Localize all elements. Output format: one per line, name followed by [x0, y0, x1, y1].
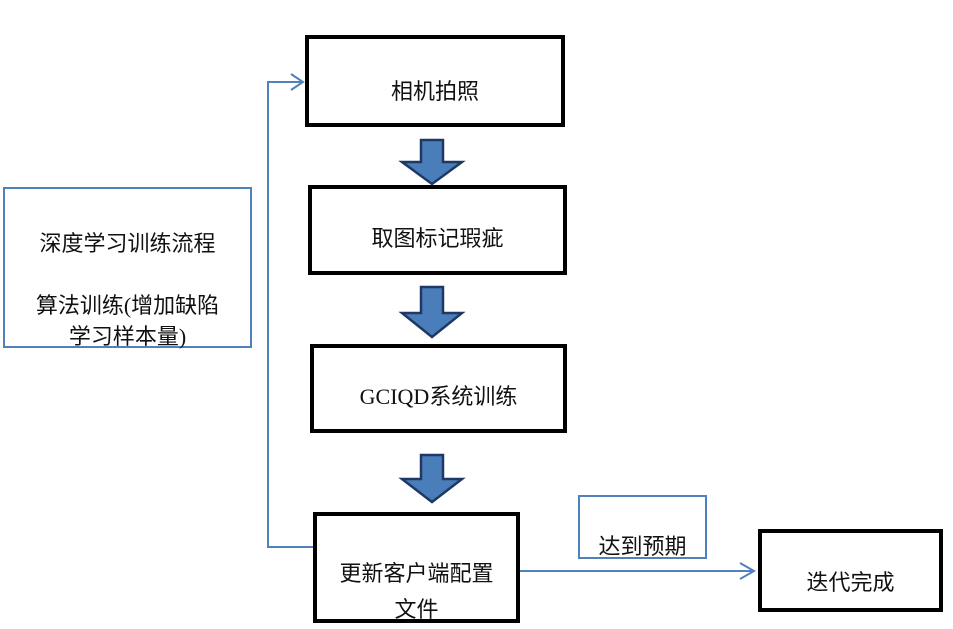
node-mark-defects: 取图标记瑕疵 [308, 185, 567, 275]
down-block-arrow-1-icon [398, 138, 466, 186]
down-block-arrow-3-icon [398, 453, 466, 504]
node-update-client-config: 更新客户端配置 文件 [313, 512, 520, 623]
side-note-box: 深度学习训练流程 算法训练(增加缺陷 学习样本量) [3, 187, 252, 349]
node-mark-defects-label: 取图标记瑕疵 [371, 226, 504, 251]
node-gciqd-training-label: GCIQD系统训练 [359, 384, 518, 409]
feedback-arrowhead-icon [290, 73, 305, 91]
node-gciqd-training: GCIQD系统训练 [310, 344, 567, 433]
edge-label-expected-text: 达到预期 [598, 534, 687, 559]
feedback-connector-line [267, 81, 313, 548]
side-note-text: 深度学习训练流程 算法训练(增加缺陷 学习样本量) [35, 231, 220, 349]
node-iteration-done-label: 迭代完成 [806, 570, 895, 595]
down-block-arrow-2-icon [398, 285, 466, 339]
success-arrowhead-icon [739, 562, 757, 580]
node-camera-capture-label: 相机拍照 [390, 79, 479, 104]
node-camera-capture: 相机拍照 [305, 35, 565, 127]
node-iteration-done: 迭代完成 [758, 529, 943, 612]
node-update-client-config-label: 更新客户端配置 文件 [339, 561, 494, 622]
edge-label-expected: 达到预期 [578, 495, 707, 559]
